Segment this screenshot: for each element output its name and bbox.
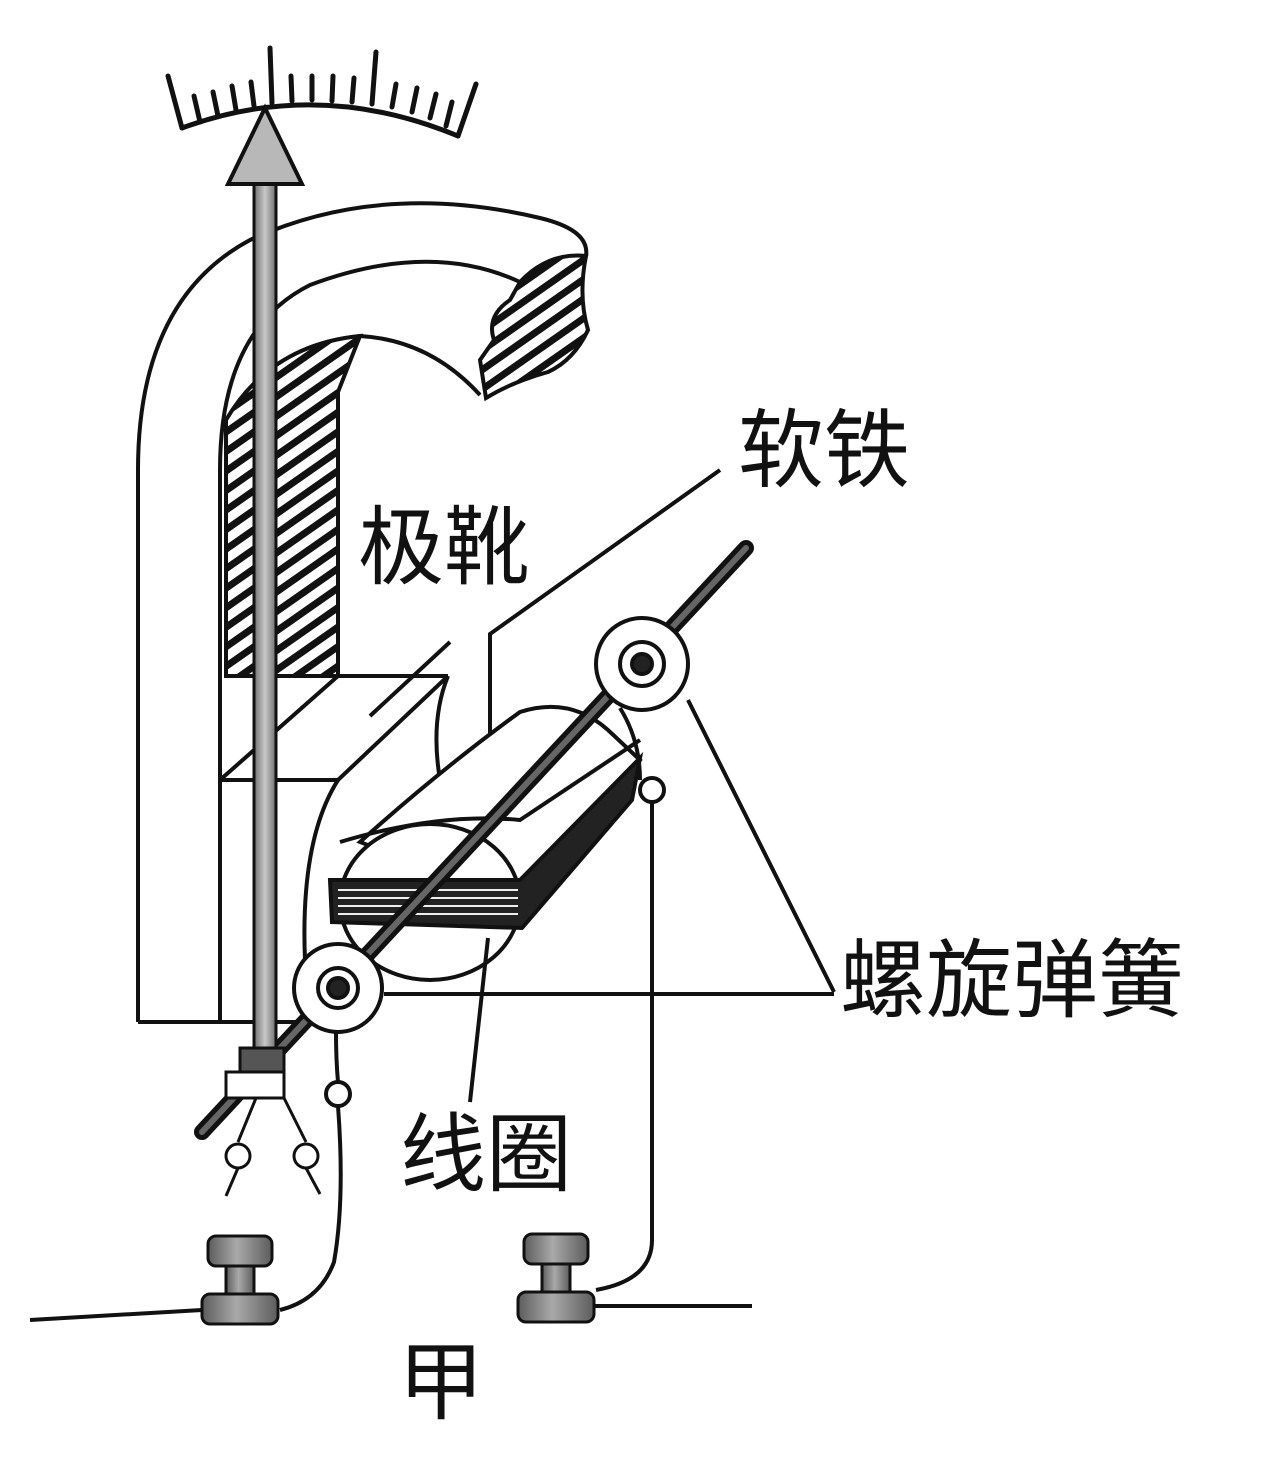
label-pole-shoe: 极靴: [358, 498, 530, 598]
label-coil: 线圈: [400, 1105, 572, 1205]
label-spiral-spring: 螺旋弹簧: [840, 931, 1184, 1031]
lead-wires: [29, 1304, 752, 1322]
magnet-cut-section: [224, 253, 591, 678]
label-soft-iron: 软铁: [738, 401, 910, 501]
terminal-right: [516, 1232, 596, 1324]
spiral-spring-lower: [279, 942, 384, 1312]
scale-dial: [165, 45, 479, 139]
terminal-left: [200, 1234, 280, 1326]
coil: [327, 704, 644, 1103]
spring-leader-lines: [384, 699, 836, 996]
spiral-spring-upper: [594, 616, 690, 1292]
figure-caption: 甲: [398, 1333, 484, 1433]
pointer-clamp: [224, 1046, 322, 1197]
soft-iron-core: [488, 468, 722, 740]
